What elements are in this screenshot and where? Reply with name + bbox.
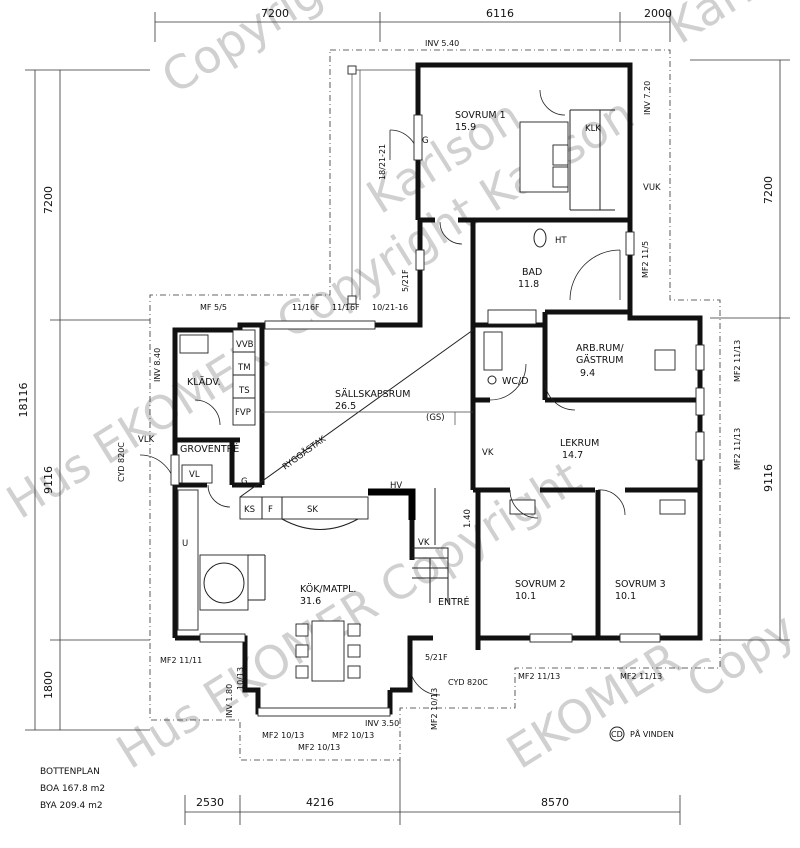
room-sallskap-name: SÄLLSKAPSRUM	[335, 389, 410, 400]
label-gs: (GS)	[426, 413, 445, 423]
room-arb-line2: GÄSTRUM	[576, 355, 623, 366]
dim-top-1: 7200	[261, 7, 289, 20]
dim-bottom-3: 8570	[541, 796, 569, 809]
label-vuk-right: VUK	[643, 183, 661, 193]
roof-outline	[149, 49, 721, 761]
tag-inv180: INV 1.80	[225, 684, 234, 718]
plan-name: BOTTENPLAN	[40, 767, 100, 777]
label-fvp: FVP	[235, 408, 251, 418]
label-sk: SK	[307, 505, 318, 515]
label-ryggastak: RYGGÅSTAK	[280, 433, 329, 473]
dim-top-3: 2000	[644, 7, 672, 20]
tag-cyd820-right: CYD 820C	[448, 678, 488, 687]
windows	[170, 114, 705, 717]
tag-cyd820-left: CYD 820C	[117, 442, 126, 482]
label-ks: KS	[244, 505, 255, 515]
watermark-text: EKOMER	[497, 631, 690, 779]
label-f: F	[268, 505, 273, 515]
label-klk: KLK	[585, 124, 601, 134]
window-tags: INV 5.40 INV 7.20 MF2 11/5 MF2 11/13 MF2…	[117, 39, 742, 752]
tag-mf2-115: MF2 11/5	[641, 241, 650, 278]
label-tm: TM	[237, 363, 251, 373]
room-grovent: GROVENTRÉ	[180, 443, 239, 455]
dim-left-total: 18116	[17, 383, 30, 418]
tag-cd-symbol: CD	[611, 730, 623, 739]
room-sovrum3-name: SOVRUM 3	[615, 579, 666, 590]
room-sovrum1-area: 15.9	[455, 122, 476, 133]
tag-mf-55: MF 5/5	[200, 303, 227, 312]
label-dim-140: 1.40	[463, 509, 473, 528]
tag-521f-top: 5/21F	[401, 269, 410, 292]
room-arb-line1: ARB.RUM/	[576, 343, 624, 354]
tag-mf2-1013-vert: MF2 10/13	[430, 688, 439, 730]
plan-legend: BOTTENPLAN BOA 167.8 m2 BYA 209.4 m2	[40, 767, 105, 811]
room-lekrum-name: LEKRUM	[560, 438, 599, 449]
tag-mf2-1113-a: MF2 11/13	[733, 340, 742, 382]
label-vk-lekrum: VK	[482, 448, 494, 458]
label-g-left: G	[241, 477, 248, 487]
dim-left-2: 9116	[42, 466, 55, 494]
tag-1013: 10/13	[236, 667, 245, 690]
tag-inv540: INV 5.40	[425, 39, 459, 48]
room-bad-name: BAD	[522, 267, 542, 278]
room-sallskap-area: 26.5	[335, 401, 356, 412]
room-arb-area: 9.4	[580, 368, 595, 379]
tag-pa-vinden: PÅ VINDEN	[630, 728, 674, 739]
room-wcd: WC/D	[502, 376, 529, 387]
room-kok-name: KÖK/MATPL.	[300, 584, 356, 595]
tag-1821-21: 18/21-21	[378, 144, 387, 180]
dim-bottom-1: 2530	[196, 796, 224, 809]
watermark-text: Karlson	[657, 0, 800, 54]
label-hv: HV	[390, 481, 402, 491]
room-labels: SOVRUM 1 15.9 BAD 11.8 ARB.RUM/ GÄSTRUM …	[180, 110, 666, 608]
room-lekrum-area: 14.7	[562, 450, 583, 461]
label-u: U	[182, 539, 188, 549]
label-vlk: VLK	[138, 435, 155, 445]
dim-top-2: 6116	[486, 7, 514, 20]
dim-bottom-2: 4216	[306, 796, 334, 809]
dim-right-2: 9116	[762, 464, 775, 492]
dim-left-1: 7200	[42, 186, 55, 214]
label-vvb: VVB	[236, 340, 254, 350]
room-bad-area: 11.8	[518, 279, 539, 290]
tag-521f-bot: 5/21F	[425, 653, 448, 662]
tag-inv720: INV 7.20	[643, 81, 652, 115]
tag-inv350: INV 3.50	[365, 719, 399, 728]
label-ht: HT	[555, 236, 567, 246]
tag-mf2-1111: MF2 11/11	[160, 656, 202, 665]
tag-1116-b: 11/16F	[332, 303, 360, 312]
room-sovrum1-name: SOVRUM 1	[455, 110, 506, 121]
label-vl: VL	[189, 470, 200, 480]
tag-inv840: INV 8.40	[153, 348, 162, 382]
tag-1116-a: 11/16F	[292, 303, 320, 312]
tag-mf2-1013-a: MF2 10/13	[262, 731, 304, 740]
tag-mf2-1013-c: MF2 10/13	[298, 743, 340, 752]
room-sovrum2-area: 10.1	[515, 591, 536, 602]
room-kladv: KLÄDV.	[187, 377, 221, 388]
room-entre: ENTRÉ	[438, 596, 470, 608]
room-kok-area: 31.6	[300, 596, 321, 607]
plan-bya: BYA 209.4 m2	[40, 801, 103, 811]
tag-mf2-1113-s2: MF2 11/13	[518, 672, 560, 681]
label-ts: TS	[238, 386, 250, 396]
room-sovrum2-name: SOVRUM 2	[515, 579, 566, 590]
dim-left-3: 1800	[42, 671, 55, 699]
label-vk-stair: VK	[418, 538, 430, 548]
label-g-top: G	[422, 136, 429, 146]
room-sovrum3-area: 10.1	[615, 591, 636, 602]
tag-mf2-1113-b: MF2 11/13	[733, 428, 742, 470]
tag-1021-16: 10/21-16	[372, 303, 408, 312]
cd-symbol-circle	[609, 726, 625, 742]
tag-mf2-1013-b: MF2 10/13	[332, 731, 374, 740]
dim-right-1: 7200	[762, 176, 775, 204]
plan-boa: BOA 167.8 m2	[40, 784, 105, 794]
watermark-text: Copy	[677, 602, 800, 710]
interior-details	[139, 89, 705, 717]
tag-mf2-1113-s3: MF2 11/13	[620, 672, 662, 681]
dimensions: 7200 6116 2000 2530 4216 8570 18116 7200…	[17, 7, 790, 825]
